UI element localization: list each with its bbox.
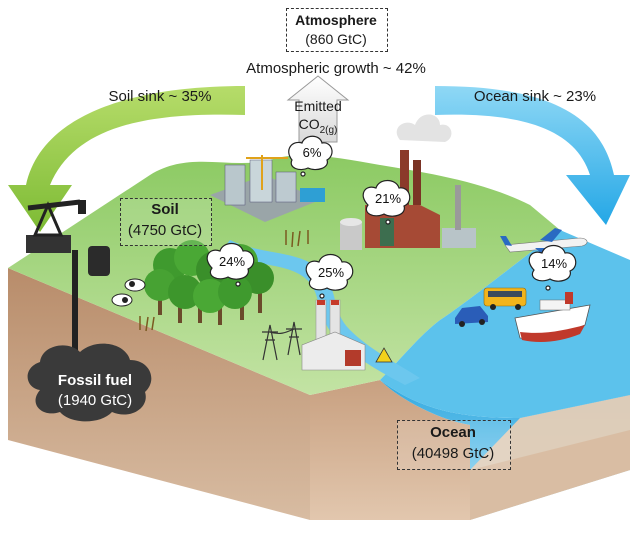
car	[455, 306, 488, 327]
atmosphere-amount: (860 GtC)	[305, 31, 367, 47]
fossil-fuel-cloud	[27, 343, 152, 422]
atmosphere-box	[286, 8, 388, 52]
power-lines	[262, 321, 302, 361]
industry-percentage: 21%	[374, 191, 402, 206]
buildings-percentage: 6%	[302, 145, 322, 160]
ocean-sink-label: Ocean sink ~ 23%	[473, 88, 597, 105]
wheat-plants	[139, 230, 309, 332]
soil-amount: (4750 GtC)	[127, 222, 203, 239]
transport-percentage: 14%	[540, 256, 568, 271]
factory	[340, 114, 476, 250]
emitted-co2-formula: CO2(g)	[288, 116, 348, 136]
co2-subscript: 2(g)	[319, 124, 338, 136]
fossil-fuel-amount: (1940 GtC)	[57, 392, 133, 409]
city-construction	[210, 155, 325, 222]
cows	[111, 278, 146, 307]
co2-text: CO	[298, 116, 320, 132]
soil-title: Soil	[151, 201, 179, 218]
percentage-clouds	[206, 135, 577, 299]
soil-sink-label: Soil sink ~ 35%	[108, 88, 212, 105]
river	[222, 240, 420, 385]
atmospheric-growth-label: Atmospheric growth ~ 42%	[246, 60, 426, 77]
power-plant-percentage: 25%	[317, 265, 345, 280]
ocean-amount: (40498 GtC)	[411, 445, 495, 462]
soil-sink-arrow	[8, 86, 245, 232]
soil-box	[120, 198, 212, 246]
power-plant	[301, 299, 393, 371]
ocean-title: Ocean	[430, 424, 476, 441]
forest-percentage: 24%	[218, 254, 246, 269]
cruise-ship	[514, 292, 591, 342]
earth-block	[8, 268, 630, 520]
bus	[483, 287, 527, 310]
atmosphere-title: Atmosphere	[295, 12, 377, 28]
fossil-fuel-title: Fossil fuel	[57, 372, 133, 389]
emitted-label: Emitted	[294, 98, 342, 114]
oil-rig	[26, 199, 110, 375]
ocean-sink-arrow	[435, 86, 630, 225]
ocean-box	[397, 420, 511, 470]
